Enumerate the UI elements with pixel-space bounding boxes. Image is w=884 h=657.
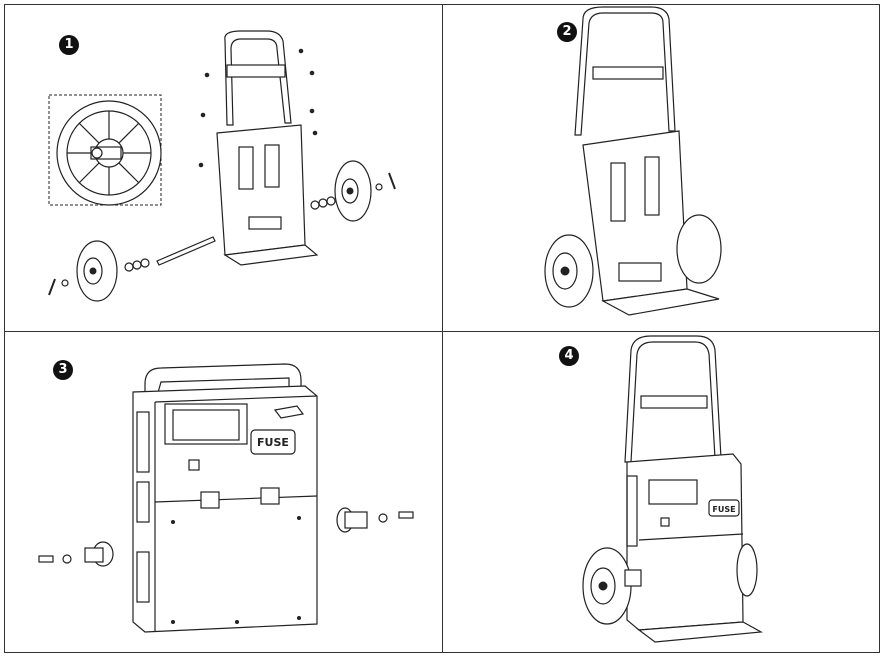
wheel-detail-drawing: [56, 100, 162, 206]
fuse-label: FUSE: [257, 436, 289, 449]
step-4-illustration: FUSE: [582, 335, 763, 643]
step-1-badge: 1: [59, 35, 79, 55]
complete-assembly: FUSE: [582, 335, 763, 643]
step-3-panel: 3 FUSE: [4, 331, 444, 653]
left-wheel-set: [48, 240, 150, 302]
step-4-panel: 4 FUSE: [442, 331, 880, 653]
step-3-badge: 3: [53, 360, 73, 380]
screws: [198, 48, 318, 168]
step-3-illustration: FUSE: [38, 363, 414, 633]
assembled-hand-truck: [544, 6, 722, 316]
step-4-badge: 4: [559, 346, 579, 366]
axle: [156, 236, 216, 266]
right-mounting-hardware: [336, 507, 414, 533]
step-2-illustration: [544, 6, 722, 316]
step-2-panel: 2: [442, 4, 880, 333]
right-wheel-set: [310, 160, 396, 222]
hand-truck-frame: [216, 30, 319, 266]
step-1-panel: 1: [4, 4, 444, 333]
left-mounting-hardware: [38, 541, 114, 567]
step-1-illustration: [48, 30, 396, 302]
fuse-label-small: FUSE: [712, 505, 735, 514]
power-unit: FUSE: [132, 363, 318, 633]
fuse-housing: [250, 429, 296, 455]
step-2-badge: 2: [557, 22, 577, 42]
